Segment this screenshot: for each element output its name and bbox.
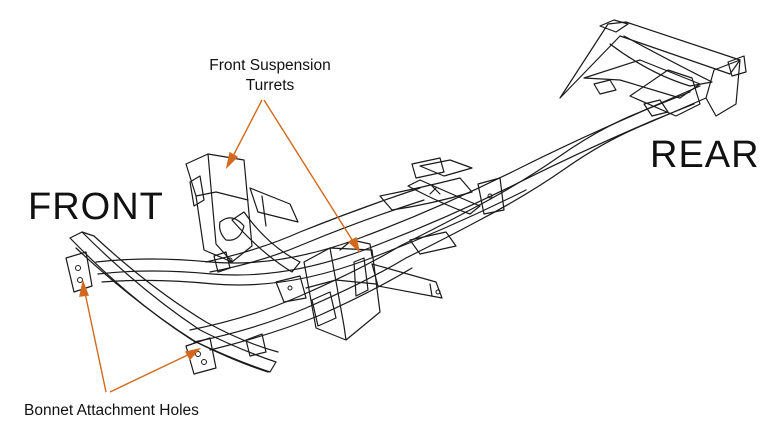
left-suspension-turret <box>185 153 299 263</box>
bonnet-attachment-holes-label: Bonnet Attachment Holes <box>24 402 199 419</box>
left-side-rail <box>95 91 695 286</box>
rear-label: REAR <box>650 134 760 176</box>
centre-crossmember <box>205 159 481 273</box>
turret-arrow-left <box>229 99 263 163</box>
chassis-brackets <box>65 157 505 375</box>
front-label: FRONT <box>28 186 164 228</box>
rear-frame-section <box>559 19 747 117</box>
annotation-arrows <box>79 99 361 393</box>
turret-arrow-right <box>263 99 357 247</box>
front-crossmember <box>69 231 279 373</box>
bolt-holes <box>75 193 493 365</box>
front-suspension-turrets-label: Front Suspension Turrets <box>209 57 331 94</box>
bonnet-arrow-right <box>109 351 195 393</box>
bonnet-arrow-left <box>83 287 107 393</box>
right-suspension-turret <box>303 239 443 341</box>
right-side-rail <box>189 85 707 351</box>
